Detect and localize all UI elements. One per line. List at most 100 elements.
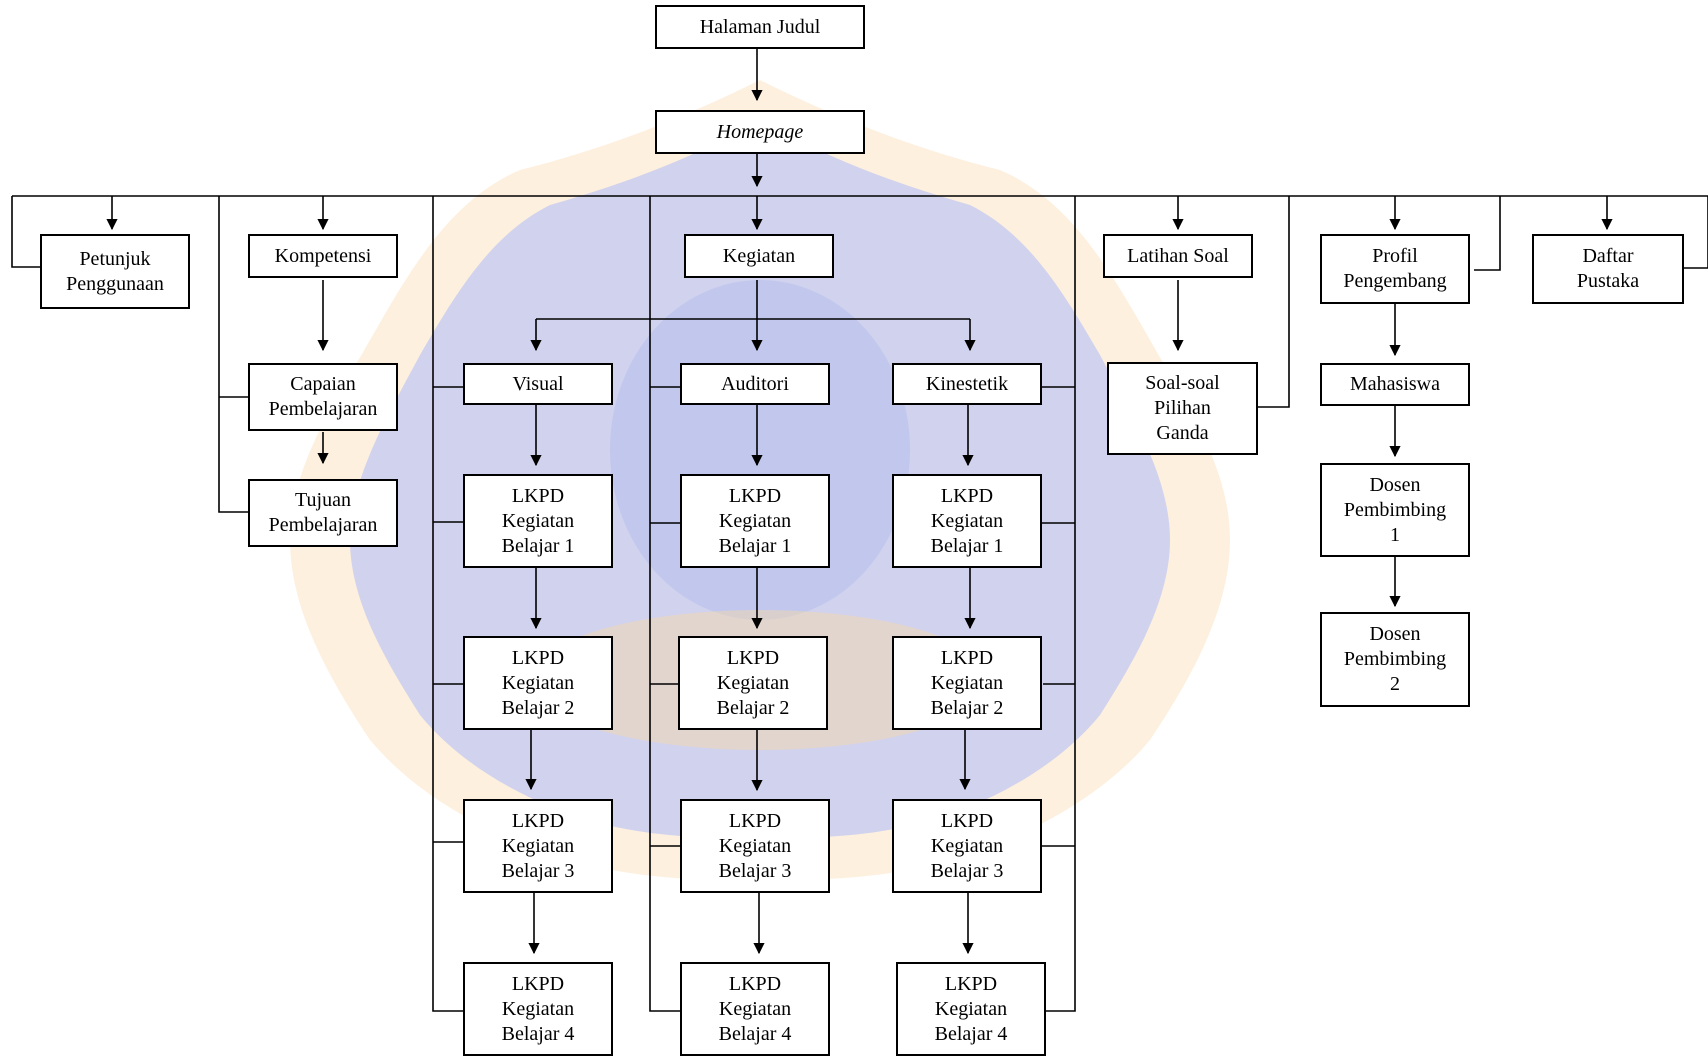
node-label-line: Belajar 4 — [934, 1022, 1008, 1045]
node-label-line: Kegiatan — [930, 509, 1004, 532]
node-label-line: Halaman Judul — [699, 15, 821, 38]
node-label-line: Latihan Soal — [1127, 244, 1229, 267]
node-label-line: LKPD — [940, 809, 994, 832]
node-label-line: Belajar 4 — [501, 1022, 575, 1045]
node-label-line: Kompetensi — [274, 244, 372, 267]
node-label-line: Kegiatan — [930, 671, 1004, 694]
node-label-line: Belajar 3 — [718, 859, 792, 882]
node-label-line: Kegiatan — [501, 997, 575, 1020]
node-label-line: Belajar 2 — [716, 696, 790, 719]
node-label-line: Kinestetik — [925, 372, 1009, 395]
node-label-line: Kegiatan — [501, 671, 575, 694]
node-label-line: Kegiatan — [722, 244, 796, 267]
kinestetik-side-line — [1045, 196, 1076, 1012]
node-label-line: LKPD — [940, 484, 994, 507]
node-label-line: Kegiatan — [718, 509, 792, 532]
auditori-node[interactable]: Auditori — [680, 363, 830, 405]
auditori-side-line — [649, 196, 680, 1012]
mahasiswa-node[interactable]: Mahasiswa — [1320, 363, 1470, 406]
node-label-line: Pembimbing — [1343, 648, 1447, 670]
node-label-line: 2 — [1390, 673, 1400, 695]
node-label-line: Homepage — [716, 120, 804, 143]
node-label-line: Belajar 3 — [930, 859, 1004, 882]
node-label-line: Belajar 4 — [718, 1022, 792, 1045]
node-label-line: Pembimbing — [1343, 498, 1447, 521]
node-label-line: LKPD — [728, 484, 782, 507]
node-label-line: Profil — [1372, 245, 1418, 267]
node-label-line: Ganda — [1156, 422, 1209, 444]
node-label-line: Soal-soal — [1145, 372, 1220, 394]
node-label-line: Pengembang — [1343, 270, 1447, 292]
kompetensi-node[interactable]: Kompetensi — [248, 234, 398, 278]
latihan-soal-node[interactable]: Latihan Soal — [1103, 234, 1253, 278]
profil-return-line — [1474, 196, 1501, 271]
node-label-line: Kegiatan — [501, 509, 575, 532]
node-label-line: Belajar 1 — [501, 534, 575, 557]
node-label-line: Kegiatan — [930, 834, 1004, 857]
node-label-line: Kegiatan — [934, 997, 1008, 1020]
kompetensi-side-line — [218, 196, 248, 513]
soal-return-line — [1258, 196, 1290, 408]
node-label-line: Kegiatan — [716, 671, 790, 694]
node-label-line: Pustaka — [1576, 270, 1640, 292]
node-label-line: Belajar 3 — [501, 859, 575, 882]
kegiatan-node[interactable]: Kegiatan — [684, 234, 834, 278]
node-label-line: LKPD — [511, 484, 565, 507]
node-label-line: 1 — [1390, 523, 1400, 546]
visual-node[interactable]: Visual — [463, 363, 613, 405]
halaman-judul-node[interactable]: Halaman Judul — [655, 5, 865, 49]
node-label-line: Pilihan — [1154, 397, 1211, 419]
node-label-line: LKPD — [728, 809, 782, 832]
node-label-line: Tujuan — [295, 489, 351, 511]
node-label-line: LKPD — [726, 646, 780, 669]
node-label-line: Belajar 1 — [930, 534, 1004, 557]
node-label-line: LKPD — [511, 972, 565, 995]
node-label-line: Pembelajaran — [268, 514, 378, 536]
node-label-line: Daftar — [1582, 245, 1634, 267]
node-label-line: Kegiatan — [501, 834, 575, 857]
visual-side-line — [432, 196, 463, 1012]
node-label-line: Kegiatan — [718, 997, 792, 1020]
daftar-return-line — [1684, 196, 1708, 269]
node-label-line: Mahasiswa — [1350, 373, 1440, 395]
node-label-line: Auditori — [721, 372, 789, 395]
node-label-line: Visual — [512, 372, 564, 395]
node-label-line: LKPD — [944, 972, 998, 995]
node-label-line: LKPD — [511, 809, 565, 832]
node-label-line: Dosen — [1369, 473, 1421, 496]
node-label-line: LKPD — [511, 646, 565, 669]
node-label-line: Belajar 2 — [501, 696, 575, 719]
node-label-line: Capaian — [290, 373, 356, 395]
node-label-line: Dosen — [1369, 623, 1421, 645]
node-label-line: Pembelajaran — [268, 398, 378, 420]
homepage-node[interactable]: Homepage — [655, 110, 865, 154]
node-label-line: Penggunaan — [66, 272, 164, 295]
kinestetik-node[interactable]: Kinestetik — [892, 363, 1042, 405]
node-label-line: Petunjuk — [79, 247, 151, 270]
node-label-line: Kegiatan — [718, 834, 792, 857]
petunjuk-return-line — [11, 196, 40, 268]
node-label-line: LKPD — [940, 646, 994, 669]
